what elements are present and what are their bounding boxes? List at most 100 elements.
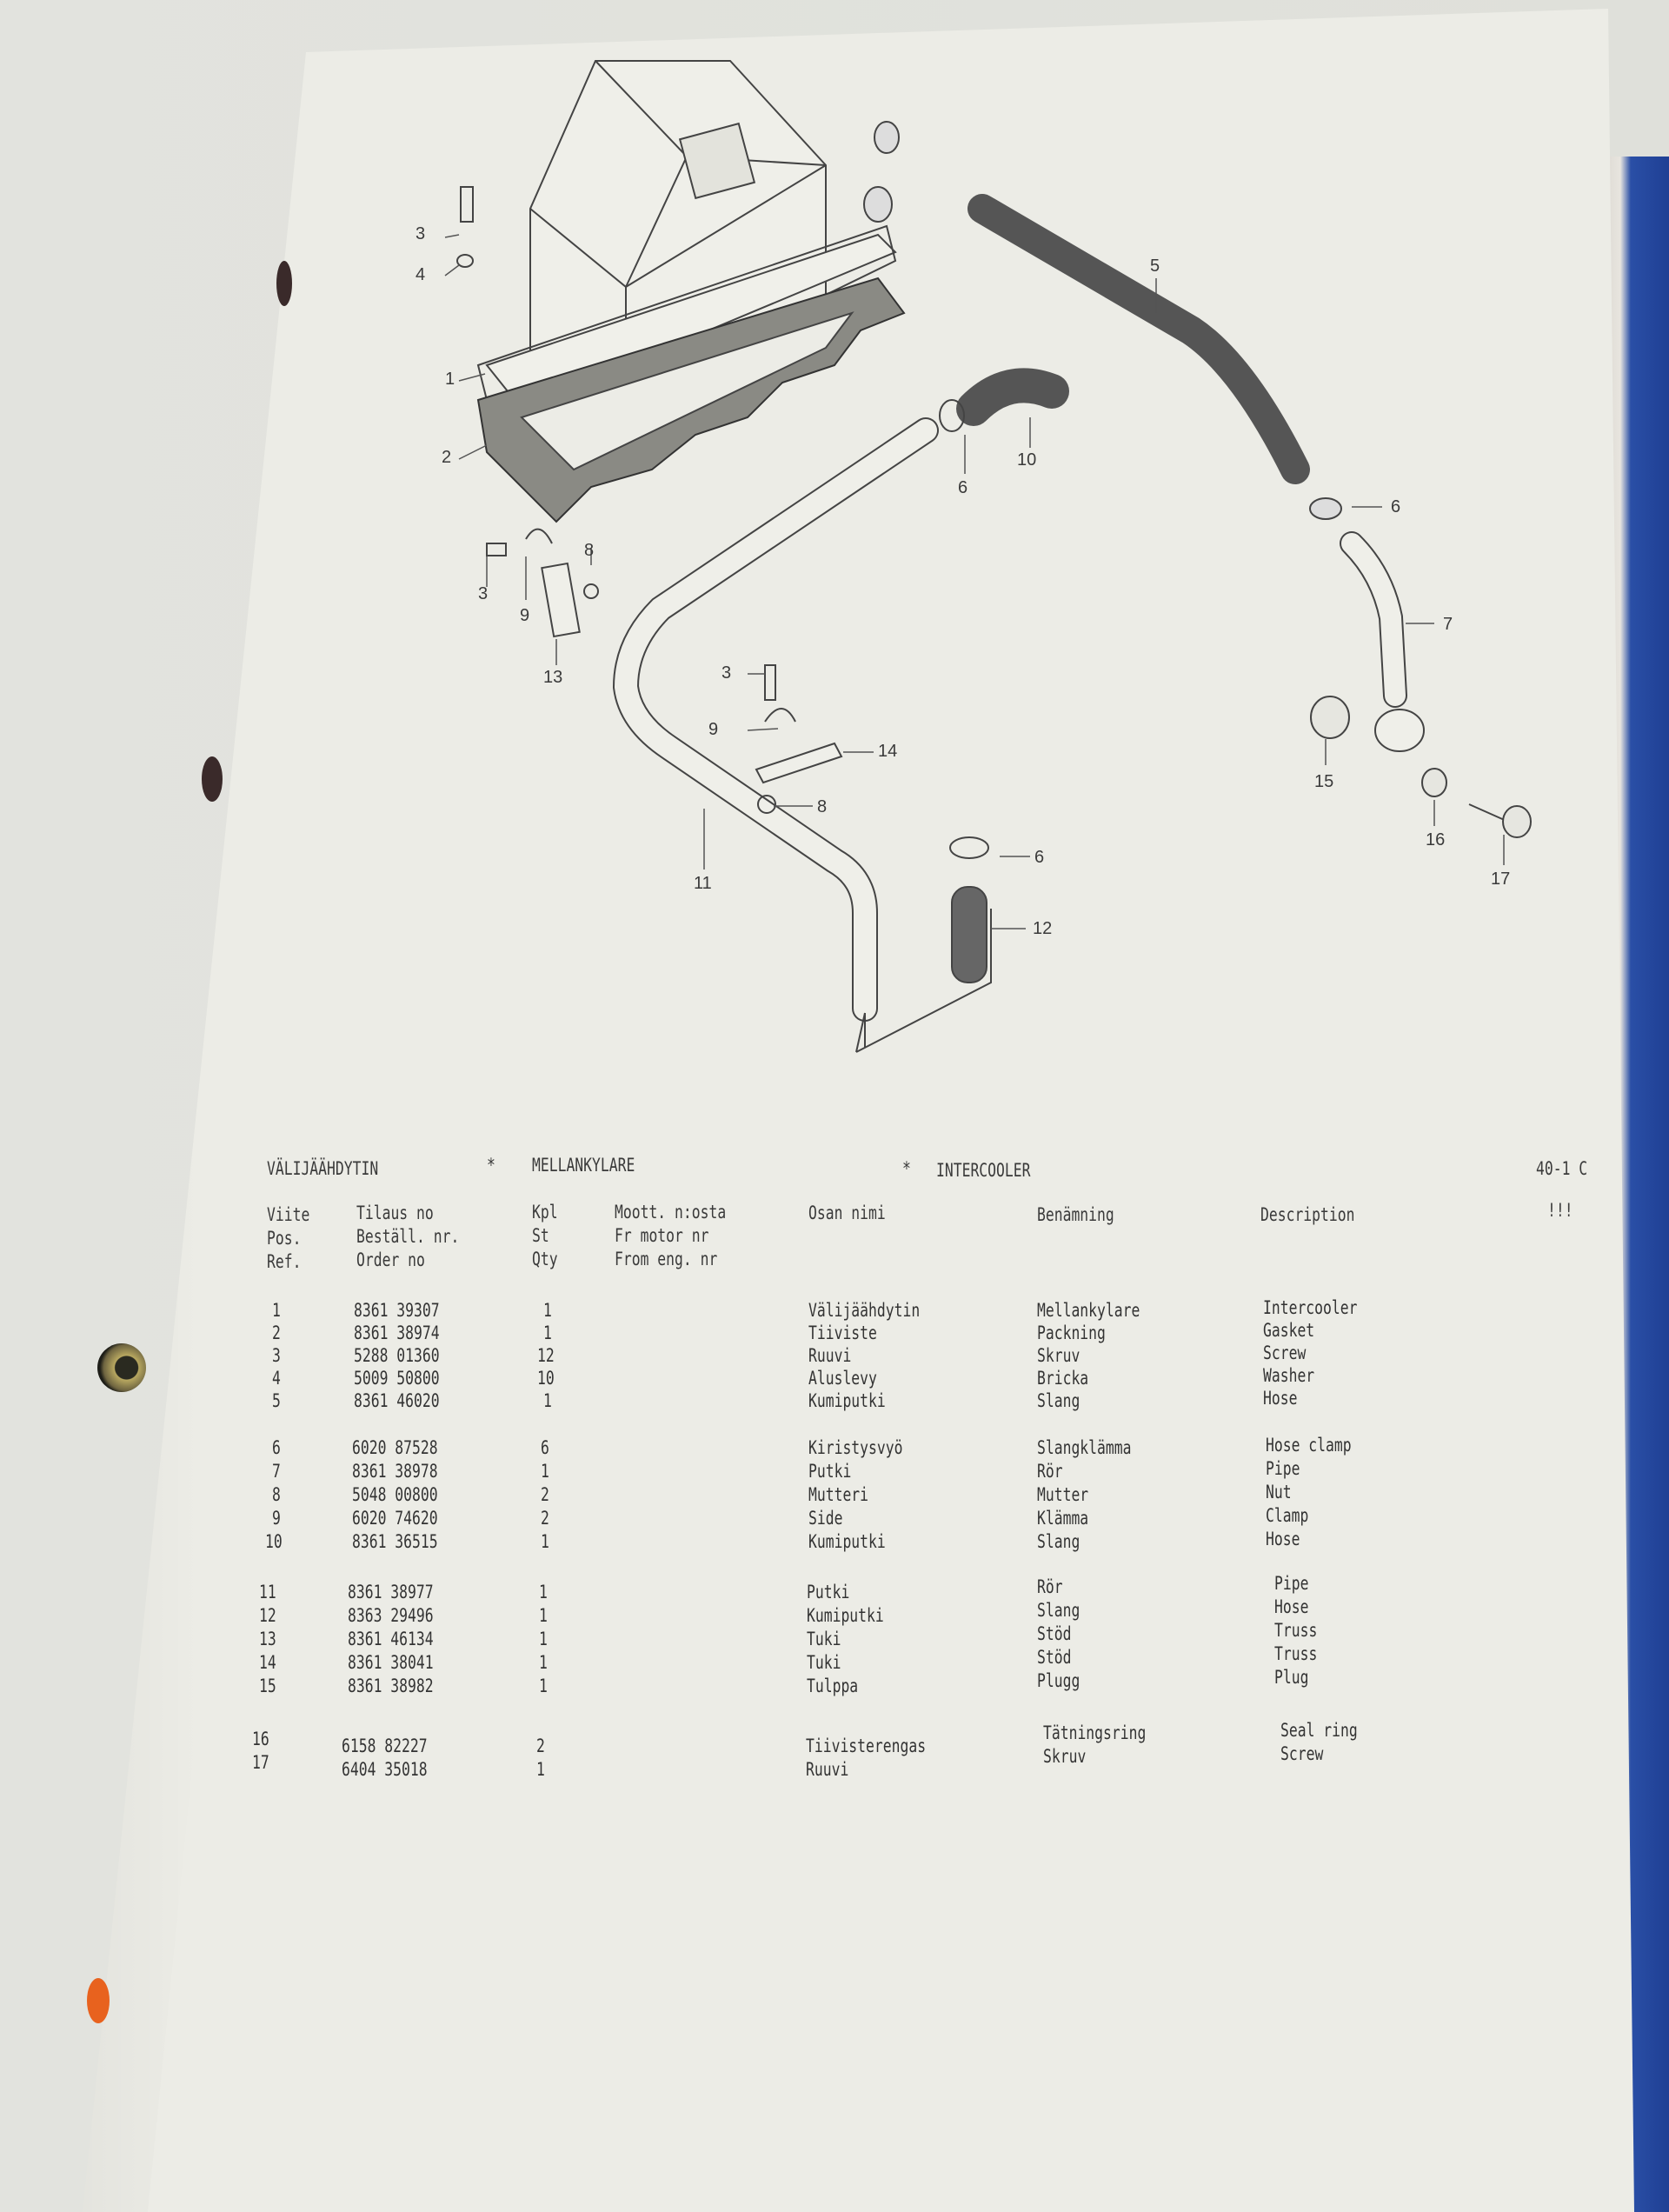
cell-name-sv: Skruv: [1043, 1746, 1087, 1767]
header-ref-fi: Viite: [267, 1204, 310, 1225]
cell-order: 8361 39307: [354, 1300, 440, 1321]
cell-name-en: Screw: [1280, 1743, 1324, 1764]
cell-ref: 12: [259, 1605, 276, 1626]
callout-6: 6: [958, 478, 968, 497]
exploded-parts-diagram: [444, 60, 1532, 1053]
cell-name-fi: Tuki: [807, 1652, 841, 1673]
callout-6: 6: [1034, 848, 1045, 867]
cell-qty: 1: [539, 1605, 548, 1626]
table-row: 12 8363 29496 1 Kumiputki Slang Hose: [0, 1596, 1669, 1628]
cell-name-en: Washer: [1263, 1365, 1315, 1386]
cell-ref: 14: [259, 1652, 276, 1673]
table-row: 6 6020 87528 6 Kiristysvyö Slangklämma H…: [0, 1435, 1669, 1460]
header-from-engine-sv: Fr motor nr: [615, 1225, 709, 1246]
cell-qty: 2: [541, 1484, 549, 1505]
callout-17: 17: [1491, 869, 1511, 889]
cell-order: 8361 46134: [348, 1629, 434, 1649]
cell-qty: 1: [543, 1300, 552, 1321]
cell-order: 5288 01360: [354, 1345, 440, 1366]
table-row: 7 8361 38978 1 Putki Rör Pipe: [0, 1458, 1669, 1483]
cell-order: 8361 38974: [354, 1323, 440, 1343]
cell-name-en: Seal ring: [1280, 1720, 1358, 1741]
cell-name-sv: Tätningsring: [1043, 1722, 1147, 1743]
callout-3: 3: [721, 663, 732, 683]
callout-3: 3: [416, 224, 426, 243]
table-row: 8 5048 00800 2 Mutteri Mutter Nut: [0, 1482, 1669, 1507]
cell-name-en: Hose: [1263, 1388, 1298, 1409]
cell-ref: 15: [259, 1676, 276, 1696]
cell-name-sv: Mutter: [1037, 1484, 1089, 1505]
header-qty-en: Qty: [532, 1249, 558, 1269]
cell-order: 6020 74620: [352, 1508, 438, 1529]
binder-hole: [276, 261, 292, 306]
table-row: 1 8361 39307 1 Välijäähdytin Mellankylar…: [0, 1297, 1669, 1323]
cell-ref: 2: [272, 1323, 281, 1343]
cell-ref: 7: [272, 1461, 281, 1482]
cell-qty: 2: [541, 1508, 549, 1529]
cell-name-sv: Bricka: [1037, 1368, 1089, 1389]
table-row: 4 5009 50800 10 Aluslevy Bricka Washer: [0, 1365, 1669, 1390]
header-order-fi: Tilaus no: [356, 1203, 434, 1223]
header-from-engine-fi: Moott. n:osta: [615, 1202, 727, 1223]
table-row: 3 5288 01360 12 Ruuvi Skruv Screw: [0, 1343, 1669, 1368]
cell-qty: 1: [539, 1676, 548, 1696]
cell-order: 5009 50800: [354, 1368, 440, 1389]
cell-name-en: Nut: [1266, 1482, 1292, 1502]
cell-order: 5048 00800: [352, 1484, 438, 1505]
cell-qty: 1: [539, 1629, 548, 1649]
table-row: 11 8361 38977 1 Putki Rör Pipe: [0, 1573, 1669, 1604]
cell-qty: 6: [541, 1437, 549, 1458]
cell-name-fi: Putki: [808, 1461, 852, 1482]
cell-name-sv: Plugg: [1037, 1670, 1081, 1691]
cell-ref: 11: [259, 1582, 276, 1602]
header-qty-sv: St: [532, 1225, 549, 1246]
cell-name-fi: Ruuvi: [806, 1759, 849, 1780]
cell-name-en: Truss: [1274, 1643, 1318, 1664]
table-row: 9 6020 74620 2 Side Klämma Clamp: [0, 1505, 1669, 1530]
header-name-fi: Osan nimi: [808, 1203, 886, 1223]
cell-name-sv: Klämma: [1037, 1508, 1089, 1529]
title-separator: *: [902, 1158, 911, 1179]
orange-tab: [87, 1978, 110, 2023]
cell-name-sv: Packning: [1037, 1323, 1106, 1343]
cell-ref: 6: [272, 1437, 281, 1458]
callout-3: 3: [478, 584, 489, 603]
header-order-en: Order no: [356, 1249, 425, 1270]
callout-13: 13: [543, 668, 563, 687]
cell-name-en: Screw: [1263, 1343, 1307, 1363]
callout-5: 5: [1150, 257, 1160, 276]
cell-qty: 1: [536, 1759, 545, 1780]
callout-8: 8: [584, 541, 595, 560]
cell-name-sv: Mellankylare: [1037, 1300, 1140, 1321]
cell-qty: 1: [543, 1323, 552, 1343]
cell-ref: 13: [259, 1629, 276, 1649]
callout-11: 11: [694, 874, 712, 893]
cell-name-fi: Tulppa: [807, 1676, 859, 1696]
cell-name-fi: Putki: [807, 1582, 850, 1602]
cell-qty: 2: [536, 1736, 545, 1756]
cell-name-sv: Slang: [1037, 1390, 1081, 1411]
cell-name-fi: Kumiputki: [808, 1390, 886, 1411]
cell-ref: 1: [272, 1300, 281, 1321]
cell-ref: 4: [272, 1368, 281, 1389]
cell-order: 8361 38041: [348, 1652, 434, 1673]
table-row: 14 8361 38041 1 Tuki Stöd Truss: [0, 1643, 1669, 1675]
cell-name-fi: Kiristysvyö: [808, 1437, 903, 1458]
callout-8: 8: [817, 797, 828, 816]
table-row: 15 8361 38982 1 Tulppa Plugg Plug: [0, 1667, 1669, 1698]
cell-name-en: Hose: [1266, 1529, 1300, 1549]
cell-qty: 1: [539, 1582, 548, 1602]
cell-name-fi: Välijäähdytin: [808, 1300, 921, 1321]
cell-name-en: Hose clamp: [1266, 1435, 1352, 1456]
cell-name-en: Plug: [1274, 1667, 1309, 1688]
callout-16: 16: [1426, 830, 1446, 849]
table-row: 10 8361 36515 1 Kumiputki Slang Hose: [0, 1529, 1669, 1554]
page-reference: 40-1 C: [1536, 1158, 1588, 1179]
callout-7: 7: [1443, 615, 1453, 634]
cell-name-fi: Tiiviste: [808, 1323, 877, 1343]
table-row: 17 6404 35018 1 Ruuvi Skruv Screw: [0, 1743, 1669, 1782]
cell-ref: 8: [272, 1484, 281, 1505]
table-row: 13 8361 46134 1 Tuki Stöd Truss: [0, 1620, 1669, 1651]
table-row: 5 8361 46020 1 Kumiputki Slang Hose: [0, 1388, 1669, 1413]
